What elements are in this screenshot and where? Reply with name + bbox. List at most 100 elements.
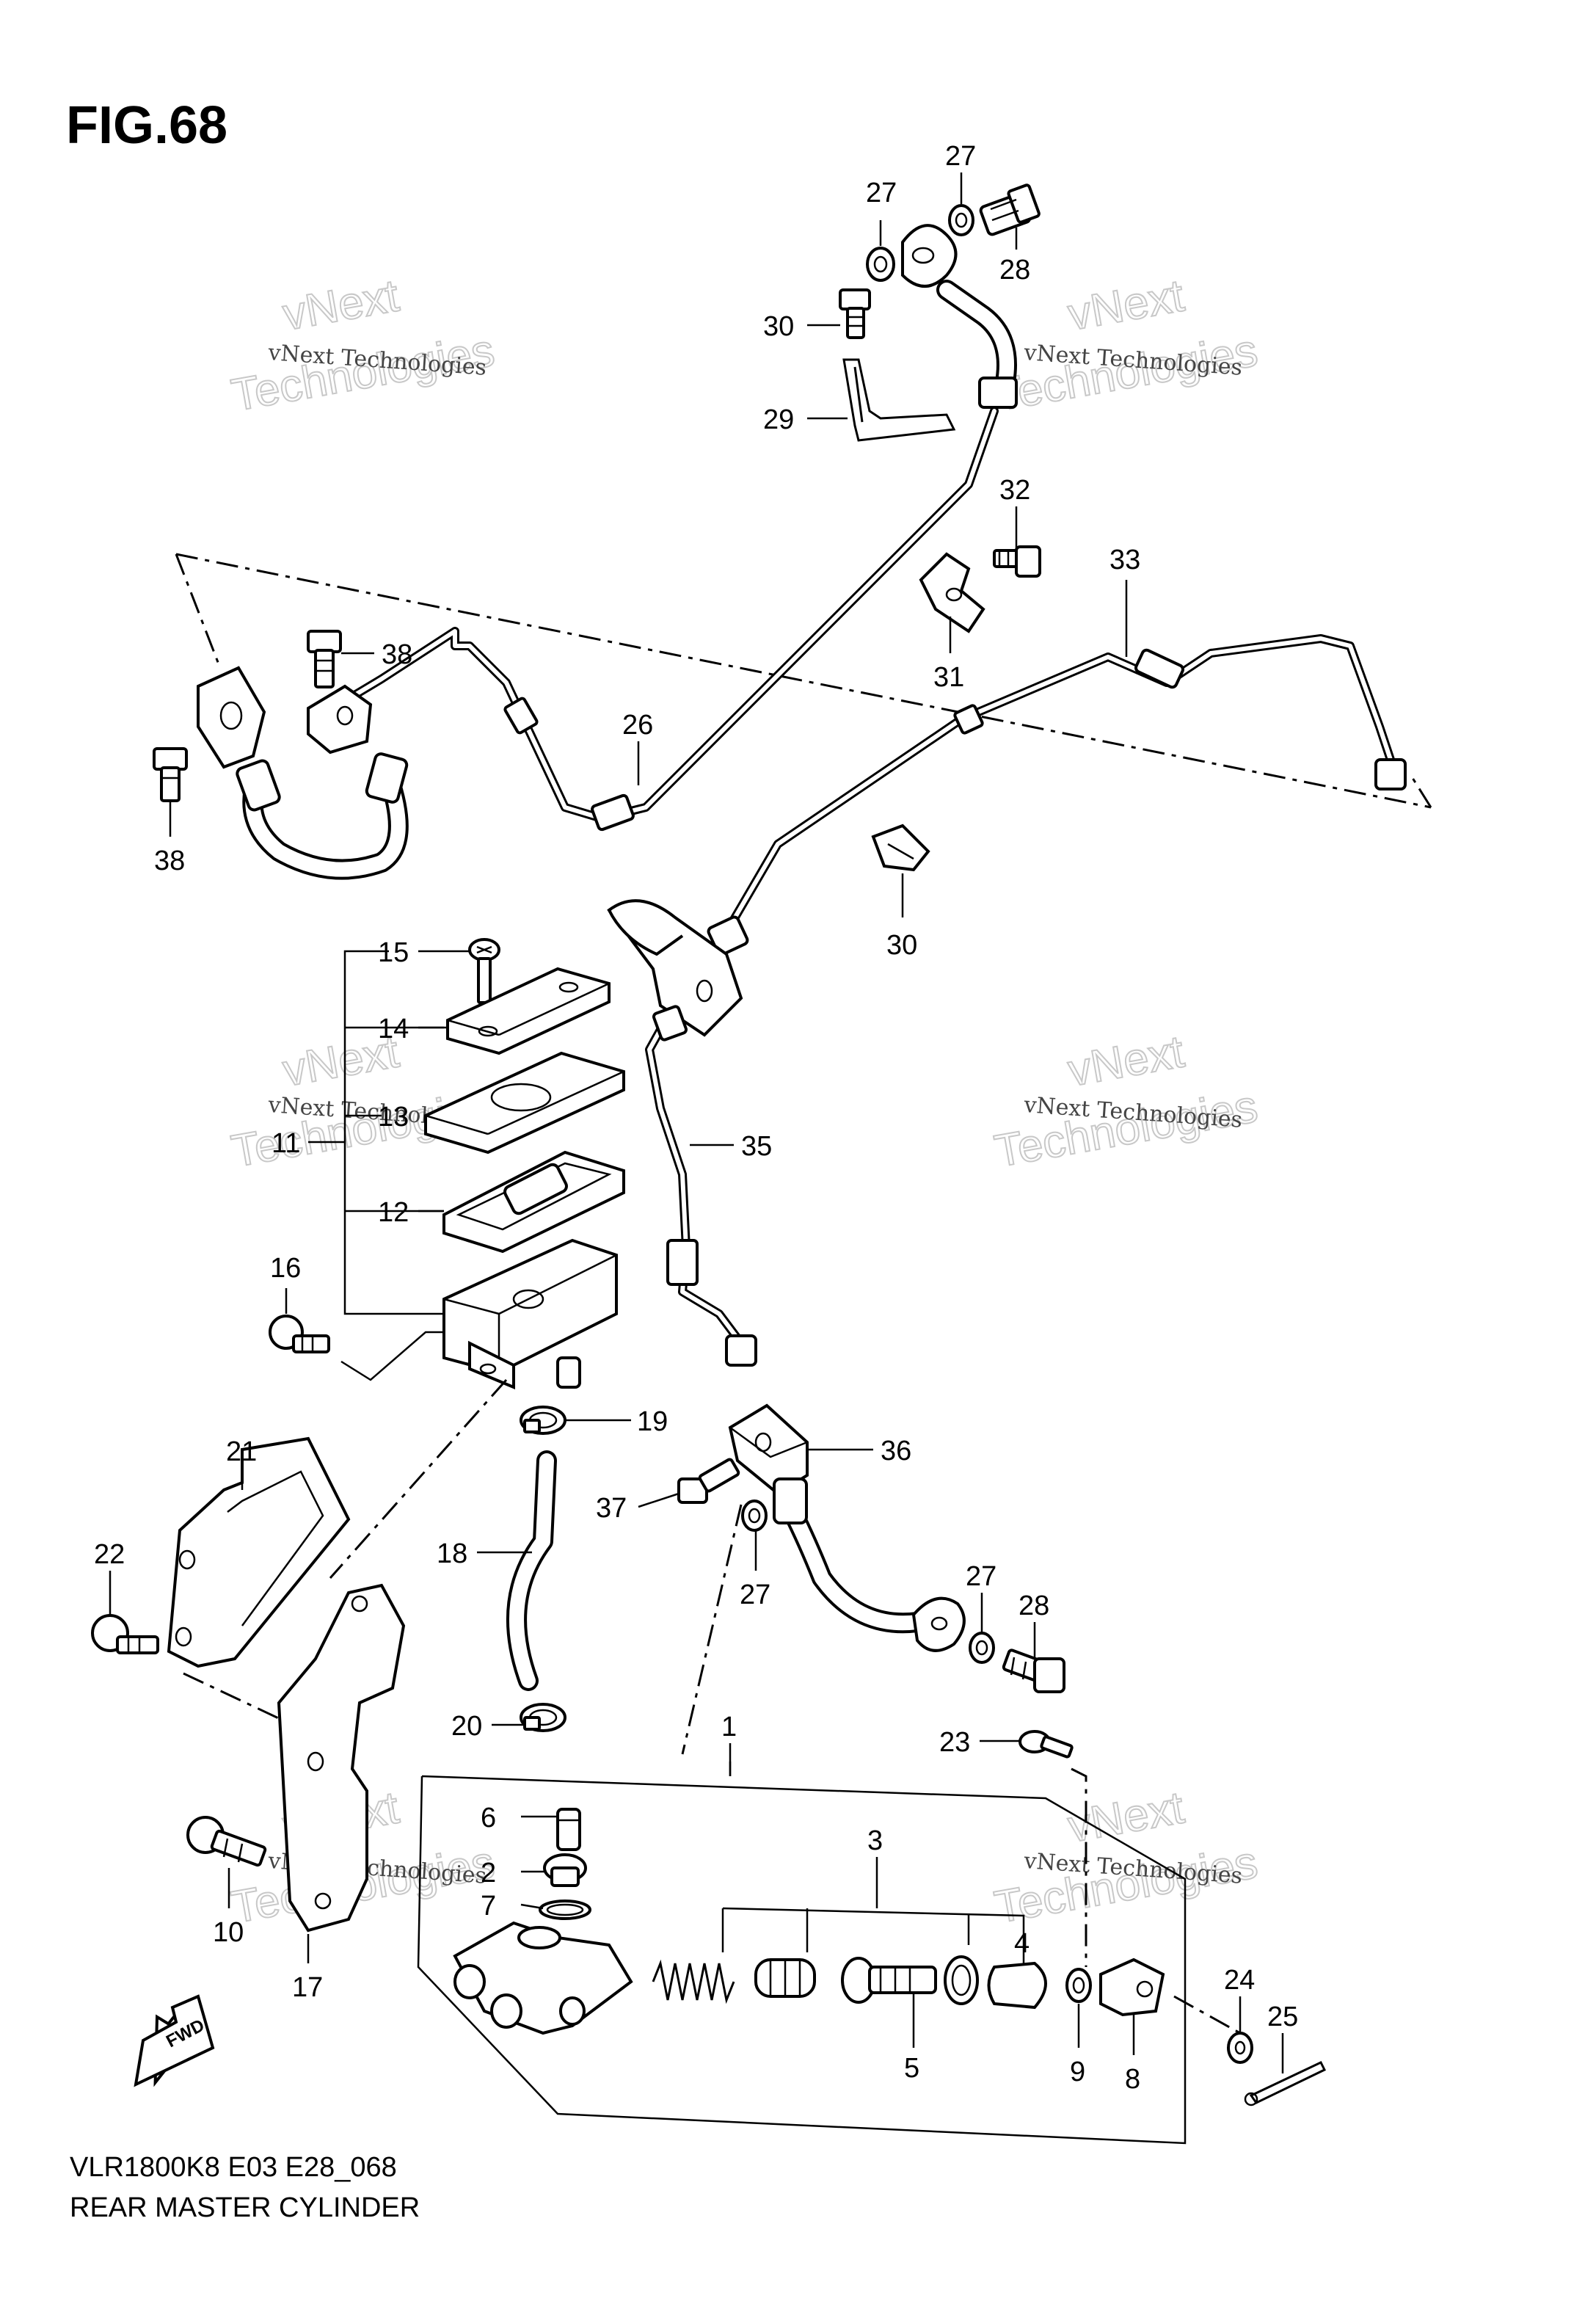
svg-text:vNext: vNext bbox=[279, 270, 402, 340]
callout-26: 26 bbox=[622, 710, 653, 741]
part-28-banjo-bolt-top bbox=[979, 183, 1041, 236]
part-22-bolt bbox=[91, 1614, 159, 1654]
callout-27: 27 bbox=[966, 1561, 996, 1592]
part-9-nut bbox=[1065, 1968, 1092, 2003]
callout-24: 24 bbox=[1224, 1965, 1255, 1996]
callout-23: 23 bbox=[939, 1727, 970, 1758]
left-hose-assembly bbox=[197, 666, 409, 880]
part-30-bolt bbox=[839, 288, 871, 339]
callout-25: 25 bbox=[1267, 2002, 1298, 2032]
callout-3: 3 bbox=[867, 1825, 883, 1856]
part-27-washer-top-a bbox=[866, 247, 895, 282]
part-23-pin bbox=[1019, 1730, 1087, 1967]
callout-27: 27 bbox=[740, 1579, 770, 1610]
callout-28: 28 bbox=[999, 255, 1030, 286]
part-36-hose bbox=[728, 1403, 966, 1652]
callout-37: 37 bbox=[596, 1493, 627, 1524]
figure-code: VLR1800K8 E03 E28_068 bbox=[70, 2152, 397, 2183]
part-32-bolt bbox=[993, 545, 1041, 578]
part-8-joint bbox=[1099, 1957, 1165, 2017]
figure-name: REAR MASTER CYLINDER bbox=[70, 2192, 420, 2223]
callout-9: 9 bbox=[1070, 2057, 1085, 2087]
callout-27: 27 bbox=[945, 141, 976, 172]
callout-2: 2 bbox=[481, 1858, 496, 1889]
callout-34: 30 bbox=[886, 930, 917, 961]
part-11-reservoir bbox=[442, 1238, 618, 1389]
callout-33: 33 bbox=[1109, 545, 1140, 575]
part-10-bolt bbox=[186, 1816, 267, 1867]
piston-cup bbox=[754, 1958, 816, 1998]
part-27-washer-right bbox=[969, 1632, 995, 1664]
callout-32: 32 bbox=[999, 475, 1030, 506]
part-4-boot bbox=[987, 1961, 1047, 2010]
callout-1: 1 bbox=[721, 1712, 737, 1742]
part-29-clip bbox=[842, 358, 956, 442]
part-15-screw bbox=[468, 938, 500, 1042]
callout-35: 35 bbox=[741, 1131, 772, 1162]
part-38-bolt-lower bbox=[153, 747, 188, 802]
part-12-diaphragm bbox=[442, 1150, 625, 1254]
part-6-fitting bbox=[556, 1808, 581, 1851]
three-way-joint bbox=[607, 899, 743, 1037]
part-28-banjo-bolt-right bbox=[1002, 1648, 1065, 1693]
callout-6: 6 bbox=[481, 1803, 496, 1833]
part-26-brake-pipe bbox=[340, 224, 1018, 832]
part-13-plate bbox=[424, 1051, 625, 1155]
master-cylinder-body bbox=[453, 1921, 633, 2035]
callout-16: 16 bbox=[270, 1253, 301, 1284]
callout-13: 13 bbox=[378, 1102, 409, 1133]
part-27-washer-top-b bbox=[948, 204, 974, 236]
seal-ring bbox=[944, 1955, 979, 2005]
watermark-top-right: vNext Technologies vNext Technologies bbox=[990, 269, 1261, 421]
svg-text:vNext: vNext bbox=[1064, 270, 1187, 340]
callout-7: 7 bbox=[481, 1891, 496, 1922]
part-17-bracket bbox=[277, 1583, 406, 1933]
spring bbox=[652, 1959, 735, 2004]
part-19-clamp bbox=[520, 1406, 566, 1435]
bracket-3 bbox=[721, 1907, 1025, 1952]
part-37-bolt bbox=[677, 1458, 740, 1504]
callout-29: 29 bbox=[763, 404, 794, 435]
part-35-brake-pipe bbox=[645, 1005, 757, 1367]
svg-text:vNext: vNext bbox=[1064, 1026, 1187, 1096]
watermark-bottom-right: vNext Technologies vNext Technologies bbox=[990, 1781, 1261, 1933]
callout-15: 15 bbox=[378, 937, 409, 968]
part-14-cap bbox=[446, 967, 611, 1055]
callout-22: 22 bbox=[94, 1539, 125, 1570]
part-31-clamp bbox=[919, 552, 985, 633]
part-24-washer bbox=[1227, 2032, 1253, 2064]
part-21-bracket bbox=[167, 1436, 351, 1668]
callout-28: 28 bbox=[1019, 1591, 1049, 1621]
callout-27: 27 bbox=[866, 178, 897, 208]
callout-8: 8 bbox=[1125, 2064, 1140, 2095]
callout-31: 31 bbox=[933, 662, 964, 693]
callout-4: 4 bbox=[1014, 1928, 1030, 1959]
callout-21: 21 bbox=[226, 1436, 257, 1467]
part-18-hose bbox=[506, 1450, 557, 1691]
piston bbox=[841, 1957, 937, 2004]
part-38-bolt-upper bbox=[307, 630, 342, 688]
callout-30: 30 bbox=[763, 311, 794, 342]
callout-19: 19 bbox=[637, 1406, 668, 1437]
part-25-cotter-pin bbox=[1244, 2061, 1327, 2106]
part-33-brake-pipe bbox=[707, 634, 1407, 956]
callout-36: 36 bbox=[881, 1436, 911, 1466]
guide-lines-upper bbox=[175, 553, 1432, 809]
callout-17: 17 bbox=[292, 1972, 323, 2003]
callout-14: 14 bbox=[378, 1014, 409, 1044]
callout-11: 11 bbox=[272, 1128, 300, 1159]
callout-5: 5 bbox=[904, 2053, 919, 2084]
watermark-top-left: vNext Technologies vNext Technologies bbox=[227, 269, 498, 421]
part-34-clip bbox=[871, 824, 930, 872]
figure-title: FIG.68 bbox=[66, 96, 227, 155]
callout-20: 20 bbox=[451, 1711, 482, 1742]
callouts: 27 27 28 30 29 32 31 33 38 38 26 30 bbox=[94, 141, 1298, 2095]
part-27-washer-mid bbox=[741, 1499, 768, 1532]
svg-text:vNext: vNext bbox=[1064, 1782, 1187, 1852]
fwd-arrow-icon: FWD bbox=[134, 1994, 215, 2087]
callout-10: 10 bbox=[213, 1917, 244, 1948]
callout-38: 38 bbox=[382, 639, 412, 670]
part-16-bolt bbox=[269, 1315, 444, 1381]
part-2-cup bbox=[543, 1853, 587, 1887]
